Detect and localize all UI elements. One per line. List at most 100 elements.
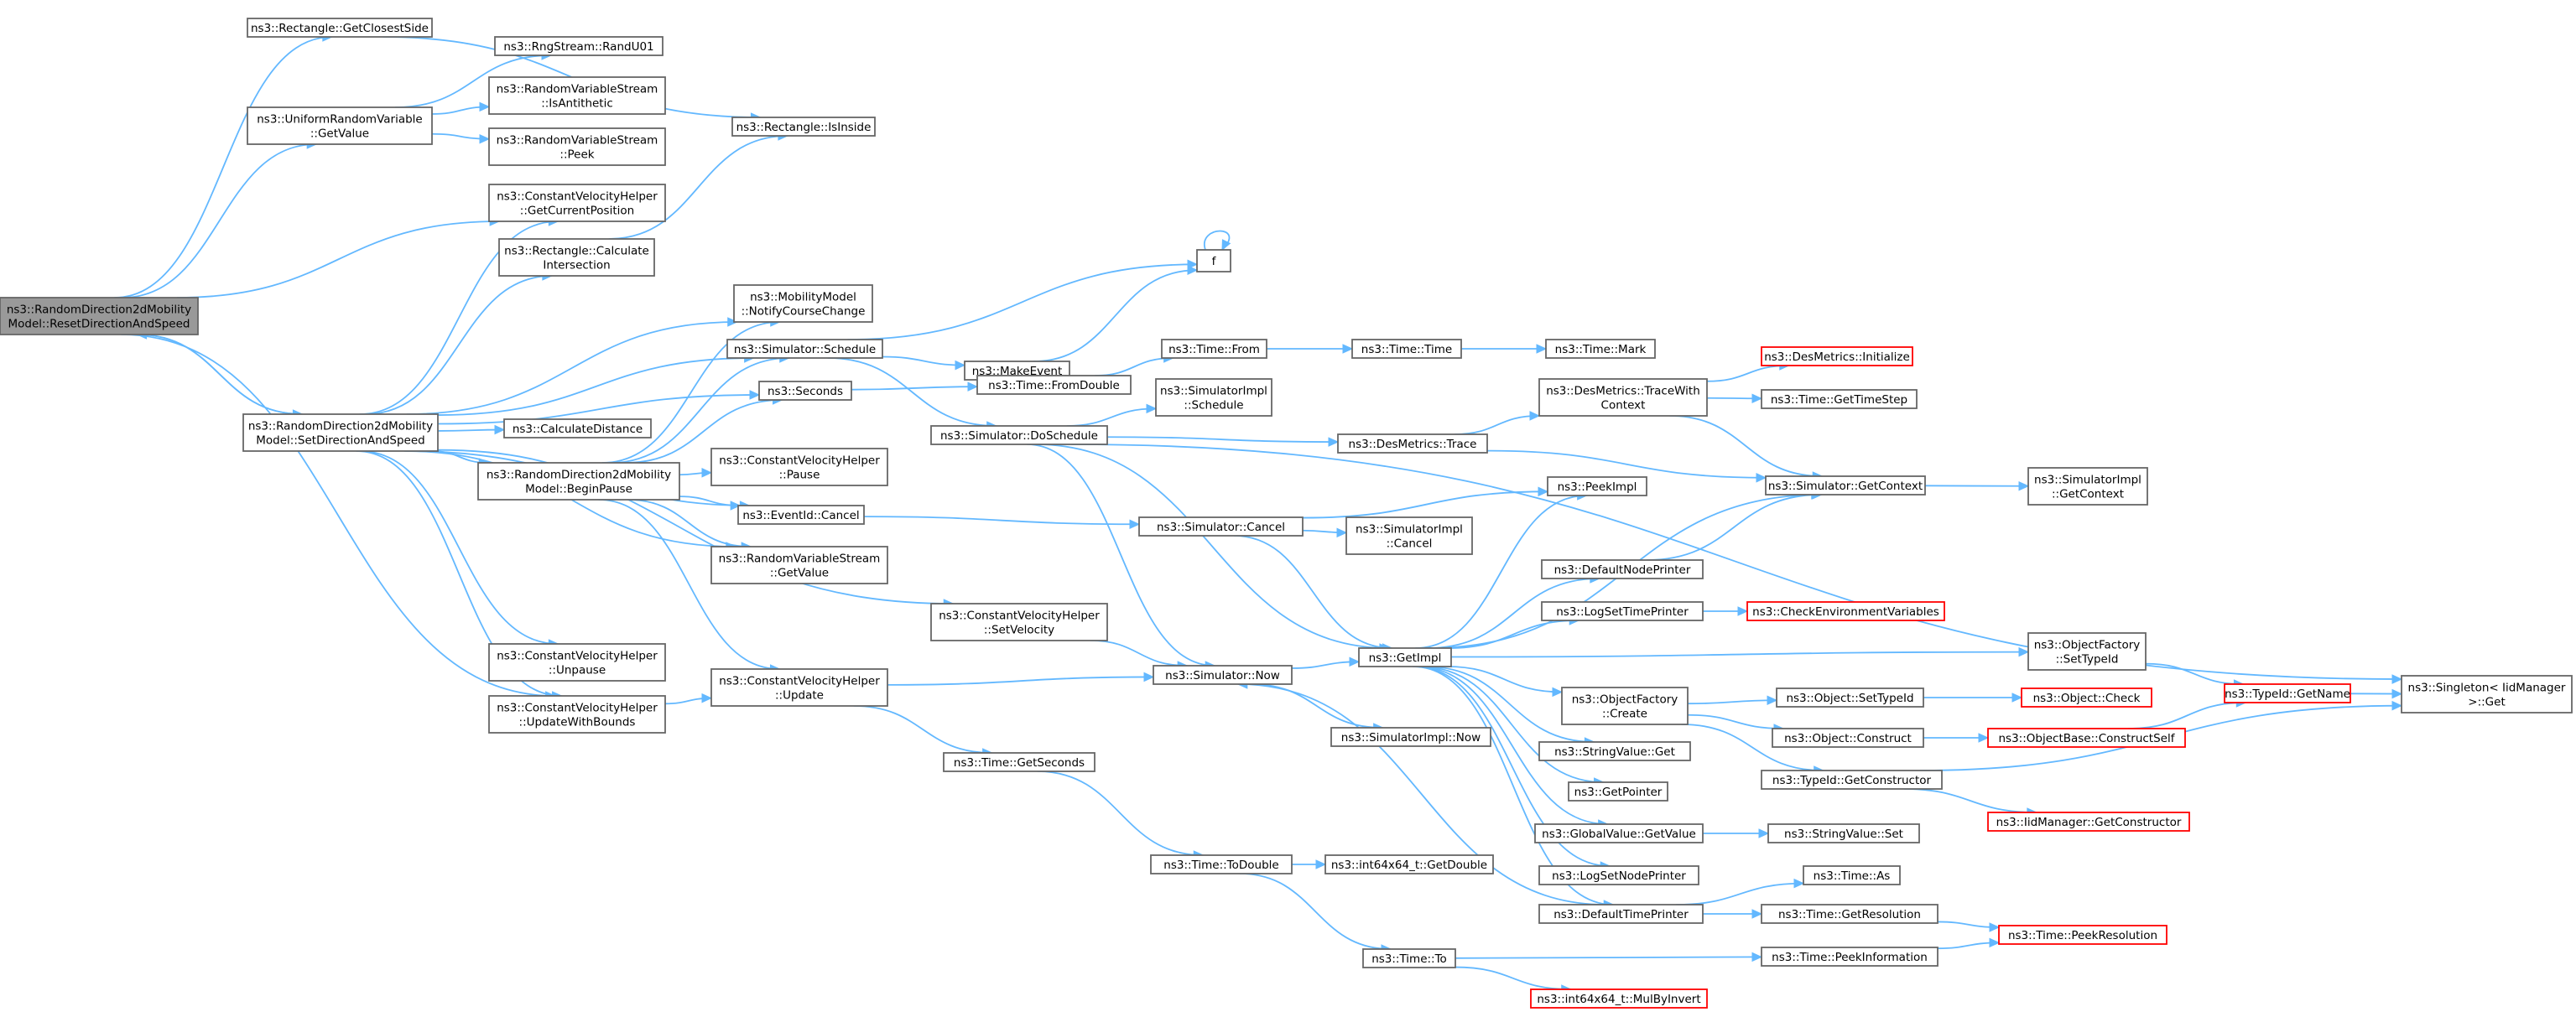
node-notifyCourseChange[interactable]: ns3::MobilityModel::NotifyCourseChange bbox=[733, 284, 873, 323]
node-cvhUpdate[interactable]: ns3::ConstantVelocityHelper::Update bbox=[710, 668, 888, 707]
node-timePeekInformation[interactable]: ns3::Time::PeekInformation bbox=[1761, 947, 1939, 967]
node-typeIdGetName[interactable]: ns3::TypeId::GetName bbox=[2224, 683, 2351, 703]
node-box[interactable] bbox=[1746, 601, 1945, 621]
node-setDirectionAndSpeed[interactable]: ns3::RandomDirection2dMobilityModel::Set… bbox=[242, 413, 439, 452]
node-box[interactable] bbox=[1987, 812, 2190, 832]
node-box[interactable] bbox=[1337, 433, 1488, 454]
node-timePeekResolution[interactable]: ns3::Time::PeekResolution bbox=[1998, 925, 2167, 945]
node-box[interactable] bbox=[242, 413, 439, 452]
node-box[interactable] bbox=[1153, 665, 1293, 685]
node-box[interactable] bbox=[710, 546, 888, 584]
node-timeTime[interactable]: ns3::Time::Time bbox=[1351, 339, 1462, 359]
node-simImplGetContext[interactable]: ns3::SimulatorImpl::GetContext bbox=[2027, 467, 2148, 506]
node-eventIdCancel[interactable]: ns3::EventId::Cancel bbox=[737, 505, 865, 525]
node-box[interactable] bbox=[710, 448, 888, 486]
node-defaultTimePrinter[interactable]: ns3::DefaultTimePrinter bbox=[1538, 904, 1704, 924]
node-box[interactable] bbox=[1161, 339, 1267, 359]
node-box[interactable] bbox=[1362, 948, 1456, 968]
node-box[interactable] bbox=[247, 106, 433, 145]
node-calculateDistance[interactable]: ns3::CalculateDistance bbox=[503, 418, 652, 438]
node-box[interactable] bbox=[488, 76, 666, 115]
node-objectConstruct[interactable]: ns3::Object::Construct bbox=[1772, 728, 1924, 748]
node-box[interactable] bbox=[1803, 865, 1901, 885]
node-box[interactable] bbox=[1196, 249, 1231, 272]
node-box[interactable] bbox=[1138, 516, 1304, 537]
node-timeToDouble[interactable]: ns3::Time::ToDouble bbox=[1150, 854, 1293, 874]
node-cvhSetVelocity[interactable]: ns3::ConstantVelocityHelper::SetVelocity bbox=[930, 603, 1108, 641]
node-box[interactable] bbox=[1358, 647, 1452, 667]
node-box[interactable] bbox=[1561, 687, 1689, 725]
node-timeMark[interactable]: ns3::Time::Mark bbox=[1545, 339, 1656, 359]
node-timeFromDouble[interactable]: ns3::Time::FromDouble bbox=[976, 375, 1132, 395]
node-rvsIsAntithetic[interactable]: ns3::RandomVariableStream::IsAntithetic bbox=[488, 76, 666, 115]
node-box[interactable] bbox=[1330, 727, 1491, 747]
node-getImpl[interactable]: ns3::GetImpl bbox=[1358, 647, 1452, 667]
node-timeGetResolution[interactable]: ns3::Time::GetResolution bbox=[1761, 904, 1939, 924]
node-desTrace[interactable]: ns3::DesMetrics::Trace bbox=[1337, 433, 1488, 454]
node-box[interactable] bbox=[1345, 516, 1473, 555]
node-simCancel[interactable]: ns3::Simulator::Cancel bbox=[1138, 516, 1304, 537]
node-box[interactable] bbox=[1761, 346, 1913, 366]
node-box[interactable] bbox=[488, 695, 666, 734]
node-cvhUpdateWithBounds[interactable]: ns3::ConstantVelocityHelper::UpdateWithB… bbox=[488, 695, 666, 734]
node-box[interactable] bbox=[1538, 741, 1691, 761]
node-peekImpl[interactable]: ns3::PeekImpl bbox=[1547, 476, 1647, 496]
node-objectSetTypeId[interactable]: ns3::Object::SetTypeId bbox=[1776, 688, 1924, 708]
node-box[interactable] bbox=[247, 18, 433, 38]
node-box[interactable] bbox=[710, 668, 888, 707]
node-cvhPause[interactable]: ns3::ConstantVelocityHelper::Pause bbox=[710, 448, 888, 486]
node-timeTo[interactable]: ns3::Time::To bbox=[1362, 948, 1456, 968]
node-box[interactable] bbox=[488, 127, 666, 166]
node-singletonGet[interactable]: ns3::Singleton< IidManager>::Get bbox=[2401, 675, 2573, 713]
node-rvsPeek[interactable]: ns3::RandomVariableStream::Peek bbox=[488, 127, 666, 166]
node-box[interactable] bbox=[1538, 378, 1708, 417]
node-rngRandU01[interactable]: ns3::RngStream::RandU01 bbox=[494, 36, 664, 56]
node-box[interactable] bbox=[2027, 467, 2148, 506]
node-box[interactable] bbox=[1530, 988, 1708, 1009]
node-objectCheck[interactable]: ns3::Object::Check bbox=[2021, 688, 2152, 708]
node-box[interactable] bbox=[1767, 823, 1920, 843]
node-box[interactable] bbox=[503, 418, 652, 438]
node-stringValueGet[interactable]: ns3::StringValue::Get bbox=[1538, 741, 1691, 761]
node-getClosestSide[interactable]: ns3::Rectangle::GetClosestSide bbox=[247, 18, 433, 38]
node-simImplCancel[interactable]: ns3::SimulatorImpl::Cancel bbox=[1345, 516, 1473, 555]
node-beginPause[interactable]: ns3::RandomDirection2dMobilityModel::Beg… bbox=[477, 462, 680, 501]
node-box[interactable] bbox=[1761, 947, 1939, 967]
node-box[interactable] bbox=[2401, 675, 2573, 713]
node-f[interactable]: f bbox=[1196, 249, 1231, 272]
node-getPointer[interactable]: ns3::GetPointer bbox=[1568, 781, 1668, 802]
node-cvhGetCurrentPosition[interactable]: ns3::ConstantVelocityHelper::GetCurrentP… bbox=[488, 184, 666, 222]
node-box[interactable] bbox=[494, 36, 664, 56]
node-simNow[interactable]: ns3::Simulator::Now bbox=[1153, 665, 1293, 685]
node-box[interactable] bbox=[1324, 854, 1494, 874]
node-int64MulByInvert[interactable]: ns3::int64x64_t::MulByInvert bbox=[1530, 988, 1708, 1009]
node-box[interactable] bbox=[1547, 476, 1647, 496]
node-desInitialize[interactable]: ns3::DesMetrics::Initialize bbox=[1761, 346, 1913, 366]
node-box[interactable] bbox=[1534, 823, 1704, 843]
node-box[interactable] bbox=[0, 297, 199, 335]
node-box[interactable] bbox=[731, 117, 876, 137]
node-box[interactable] bbox=[1987, 728, 2186, 748]
node-simSchedule[interactable]: ns3::Simulator::Schedule bbox=[726, 339, 883, 359]
node-box[interactable] bbox=[498, 238, 655, 277]
node-box[interactable] bbox=[1765, 475, 1926, 496]
node-box[interactable] bbox=[1545, 339, 1656, 359]
node-box[interactable] bbox=[1761, 389, 1918, 409]
node-box[interactable] bbox=[477, 462, 680, 501]
node-box[interactable] bbox=[1150, 854, 1293, 874]
node-int64GetDouble[interactable]: ns3::int64x64_t::GetDouble bbox=[1324, 854, 1494, 874]
node-box[interactable] bbox=[930, 425, 1108, 445]
node-box[interactable] bbox=[758, 381, 852, 401]
node-ofCreate[interactable]: ns3::ObjectFactory::Create bbox=[1561, 687, 1689, 725]
node-simGetContext[interactable]: ns3::Simulator::GetContext bbox=[1765, 475, 1926, 496]
node-timeAs[interactable]: ns3::Time::As bbox=[1803, 865, 1901, 885]
node-typeIdGetConstructor[interactable]: ns3::TypeId::GetConstructor bbox=[1761, 770, 1943, 790]
node-box[interactable] bbox=[2021, 688, 2152, 708]
node-ofSetTypeId[interactable]: ns3::ObjectFactory::SetTypeId bbox=[2027, 632, 2147, 671]
node-rvsGetValue[interactable]: ns3::RandomVariableStream::GetValue bbox=[710, 546, 888, 584]
node-box[interactable] bbox=[488, 643, 666, 682]
node-logSetNodePrinter[interactable]: ns3::LogSetNodePrinter bbox=[1538, 865, 1699, 885]
node-box[interactable] bbox=[488, 184, 666, 222]
